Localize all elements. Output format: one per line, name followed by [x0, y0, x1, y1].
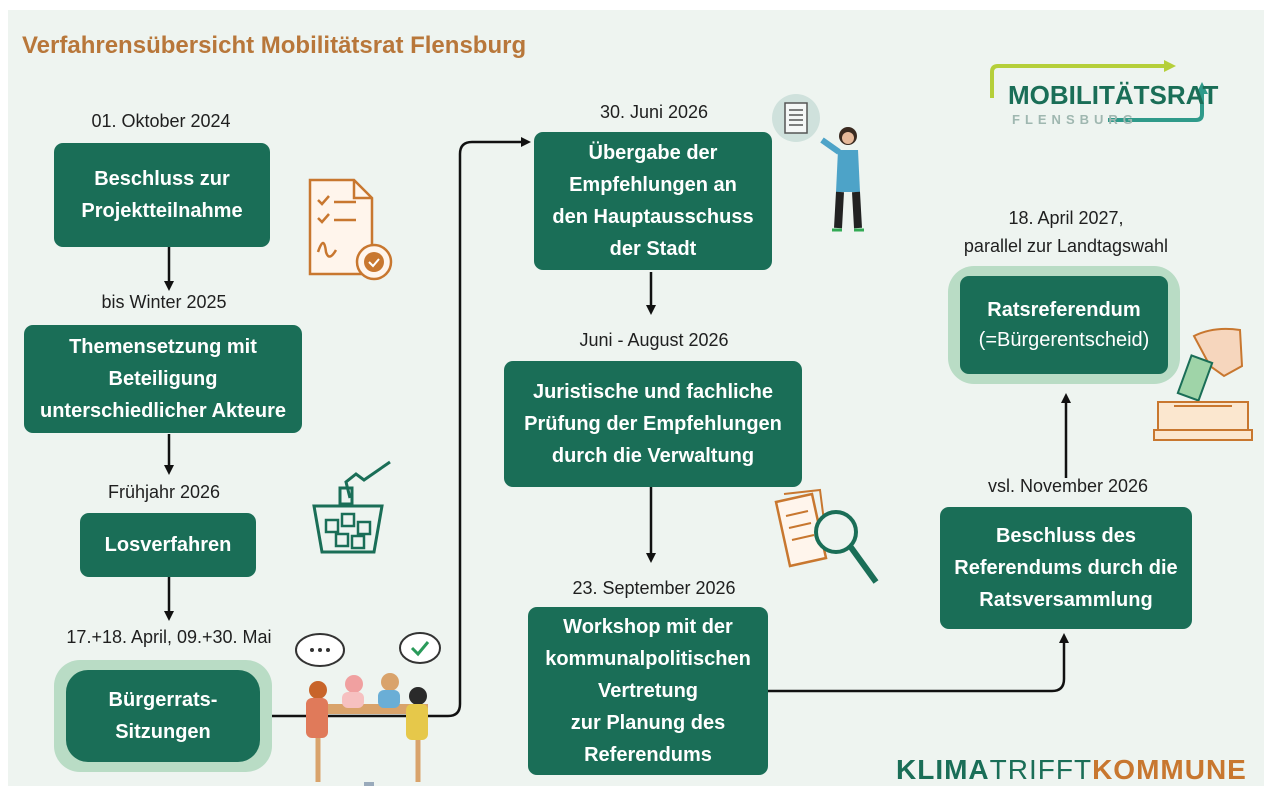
step-8-box: Beschluss des Referendums durch die Rats…	[940, 507, 1192, 629]
checklist-certificate-icon	[308, 178, 393, 281]
step-2-box: Themensetzung mit Beteiligung unterschie…	[24, 325, 302, 433]
step-3-date: Frühjahr 2026	[107, 482, 221, 502]
logo-graphic	[990, 60, 1208, 122]
arrow-7-8	[768, 633, 1069, 693]
step-9-box: Ratsreferendum (=Bürgerentscheid)	[960, 276, 1168, 374]
page-title: Verfahrensübersicht Mobilitätsrat Flensb…	[22, 32, 527, 59]
logo-sub-text: FLENSBURG	[1012, 112, 1138, 127]
step-7-box: Workshop mit der kommunalpolitischen Ver…	[528, 607, 768, 775]
connector-layer	[164, 60, 1253, 786]
step-5-box: Übergabe der Empfehlungen an den Hauptau…	[534, 132, 772, 270]
step-2-date: bis Winter 2025	[101, 292, 227, 312]
footer-part-1: KLIMA	[896, 754, 990, 785]
ballot-box-icon	[1153, 327, 1253, 441]
step-4-date: 17.+18. April, 09.+30. Mai	[66, 627, 272, 647]
logo-main-text: MOBILITÄTSRAT	[1008, 80, 1219, 110]
document-icon	[772, 94, 820, 142]
arrow-4-5	[270, 137, 531, 718]
group-discussion-icon	[295, 632, 441, 786]
step-1-date: 01. Oktober 2024	[91, 111, 231, 131]
step-6-box: Juristische und fachliche Prüfung der Em…	[504, 361, 802, 487]
footer-brand: KLIMATRIFFTKOMMUNE	[896, 754, 1247, 786]
step-5-date: 30. Juni 2026	[599, 102, 709, 122]
footer-part-2: TRIFFT	[989, 754, 1093, 785]
presenter-person-icon	[820, 127, 864, 232]
step-3-box: Losverfahren	[80, 513, 256, 577]
lottery-hand-icon	[312, 460, 391, 554]
step-7-date: 23. September 2026	[572, 578, 736, 598]
step-9-sublabel: (=Bürgerentscheid)	[978, 329, 1150, 351]
step-6-date: Juni - August 2026	[579, 330, 729, 350]
diagram-canvas: Verfahrensübersicht Mobilitätsrat Flensb…	[8, 10, 1264, 786]
step-8-date: vsl. November 2026	[987, 476, 1149, 496]
magnifier-document-icon	[774, 488, 879, 584]
step-9-label: Ratsreferendum	[987, 299, 1141, 321]
step-4-box: Bürgerrats- Sitzungen	[66, 670, 260, 762]
step-9-date: 18. April 2027, parallel zur Landtagswah…	[963, 208, 1169, 256]
footer-part-3: KOMMUNE	[1092, 754, 1247, 785]
step-1-box: Beschluss zur Projektteilnahme	[54, 143, 270, 247]
